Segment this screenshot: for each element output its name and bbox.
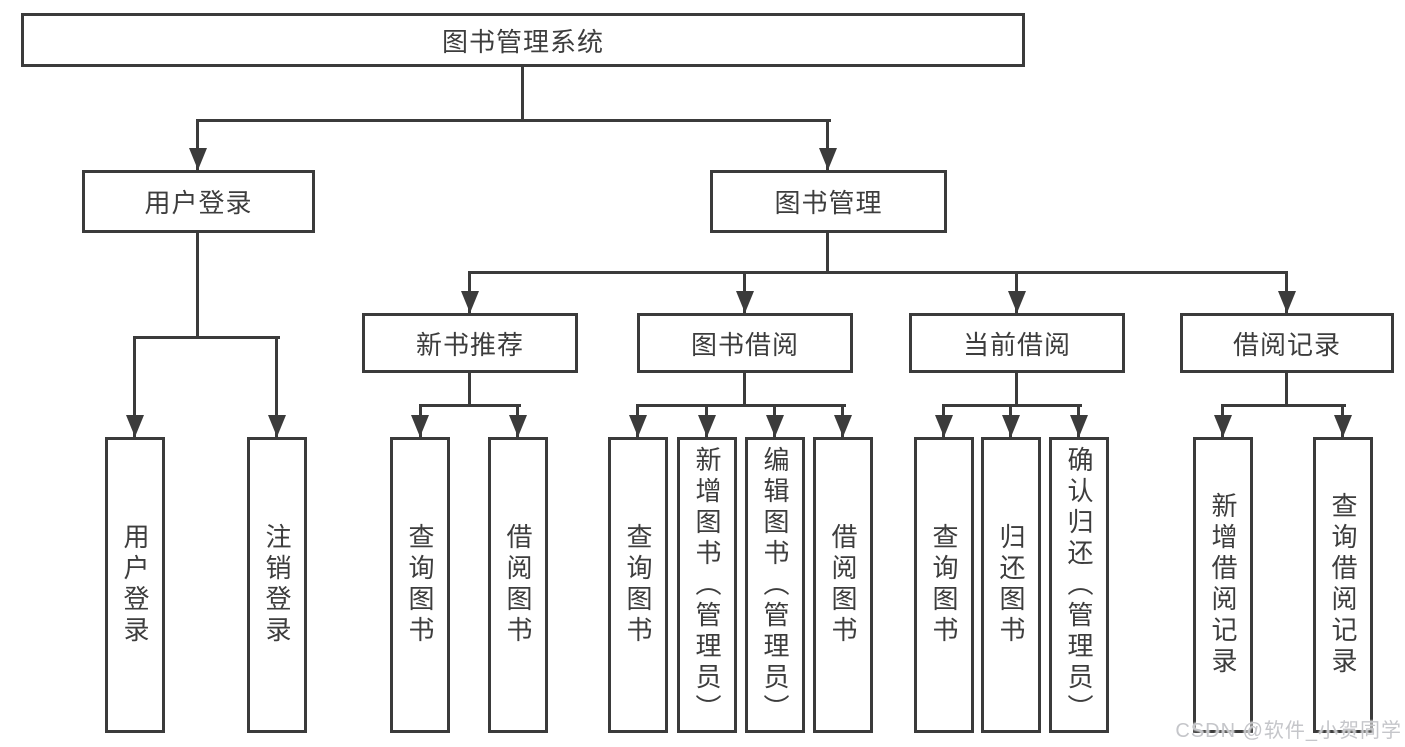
arrow-down-icon — [819, 148, 837, 170]
connector-line — [826, 233, 829, 274]
leaf-confirm-return-admin: 确认归还（管理员） — [1049, 437, 1109, 733]
arrow-down-icon — [698, 415, 716, 437]
leaf-user-login: 用户登录 — [105, 437, 165, 733]
leaf-edit-books-admin: 编辑图书（管理员） — [745, 437, 805, 733]
node-label: 查询图书 — [929, 523, 959, 647]
node-label: 图书管理系统 — [441, 26, 604, 57]
arrow-down-icon — [189, 148, 207, 170]
leaf-logout: 注销登录 — [247, 437, 307, 733]
node-label: 查询图书 — [623, 523, 653, 647]
connector-line — [942, 404, 1082, 407]
arrow-down-icon — [736, 291, 754, 313]
connector-line — [637, 404, 846, 407]
connector-line — [826, 119, 829, 170]
node-new-book-recommendation: 新书推荐 — [362, 313, 578, 373]
node-label: 借阅图书 — [828, 523, 858, 647]
node-label: 查询借阅记录 — [1328, 492, 1358, 678]
arrow-down-icon — [1002, 415, 1020, 437]
connector-line — [521, 67, 524, 122]
node-label: 用户登录 — [120, 523, 150, 647]
arrow-down-icon — [1278, 291, 1296, 313]
connector-line — [468, 373, 471, 407]
node-label: 查询图书 — [405, 523, 435, 647]
connector-line — [1221, 404, 1346, 407]
arrow-down-icon — [126, 415, 144, 437]
leaf-query-books-recommend: 查询图书 — [390, 437, 450, 733]
node-label: 注销登录 — [262, 523, 292, 647]
leaf-borrow-books: 借阅图书 — [813, 437, 873, 733]
arrow-down-icon — [1008, 291, 1026, 313]
connector-line — [1285, 373, 1288, 407]
arrow-down-icon — [1070, 415, 1088, 437]
connector-line — [133, 336, 136, 437]
node-label: 编辑图书（管理员） — [760, 445, 790, 725]
arrow-down-icon — [1334, 415, 1352, 437]
node-label: 图书借阅 — [690, 329, 799, 360]
node-label: 新增借阅记录 — [1208, 492, 1238, 678]
node-label: 新书推荐 — [415, 329, 524, 360]
leaf-borrow-books-recommend: 借阅图书 — [488, 437, 548, 733]
leaf-return-books: 归还图书 — [981, 437, 1041, 733]
node-library-management-system: 图书管理系统 — [21, 13, 1025, 67]
arrow-down-icon — [766, 415, 784, 437]
node-user-login: 用户登录 — [82, 170, 315, 233]
node-book-management: 图书管理 — [710, 170, 947, 233]
connector-line — [275, 336, 278, 437]
arrow-down-icon — [461, 291, 479, 313]
arrow-down-icon — [834, 415, 852, 437]
leaf-add-borrow-record: 新增借阅记录 — [1193, 437, 1253, 733]
arrow-down-icon — [509, 415, 527, 437]
arrow-down-icon — [1214, 415, 1232, 437]
node-label: 图书管理 — [774, 188, 883, 218]
csdn-watermark: CSDN @软件_小贺同学 — [1175, 720, 1402, 742]
node-label: 用户登录 — [144, 188, 253, 218]
node-label: 确认归还（管理员） — [1064, 445, 1094, 725]
connector-line — [196, 119, 199, 170]
leaf-add-books-admin: 新增图书（管理员） — [677, 437, 737, 733]
connector-line — [196, 232, 199, 339]
node-label: 新增图书（管理员） — [692, 445, 722, 725]
node-current-borrowing: 当前借阅 — [909, 313, 1125, 373]
arrow-down-icon — [629, 415, 647, 437]
connector-line — [133, 336, 280, 339]
connector-line — [468, 271, 1288, 274]
connector-line — [196, 119, 831, 122]
connector-line — [743, 373, 746, 407]
arrow-down-icon — [268, 415, 286, 437]
leaf-query-books-current: 查询图书 — [914, 437, 974, 733]
arrow-down-icon — [411, 415, 429, 437]
node-label: 当前借阅 — [962, 329, 1071, 360]
connector-line — [419, 404, 521, 407]
node-borrowing-records: 借阅记录 — [1180, 313, 1394, 373]
node-book-borrowing: 图书借阅 — [637, 313, 853, 373]
leaf-query-books-borrowing: 查询图书 — [608, 437, 668, 733]
node-label: 借阅记录 — [1232, 329, 1341, 360]
node-label: 归还图书 — [996, 523, 1026, 647]
node-label: 借阅图书 — [503, 523, 533, 647]
arrow-down-icon — [935, 415, 953, 437]
leaf-query-borrow-record: 查询借阅记录 — [1313, 437, 1373, 733]
connector-line — [1015, 373, 1018, 407]
